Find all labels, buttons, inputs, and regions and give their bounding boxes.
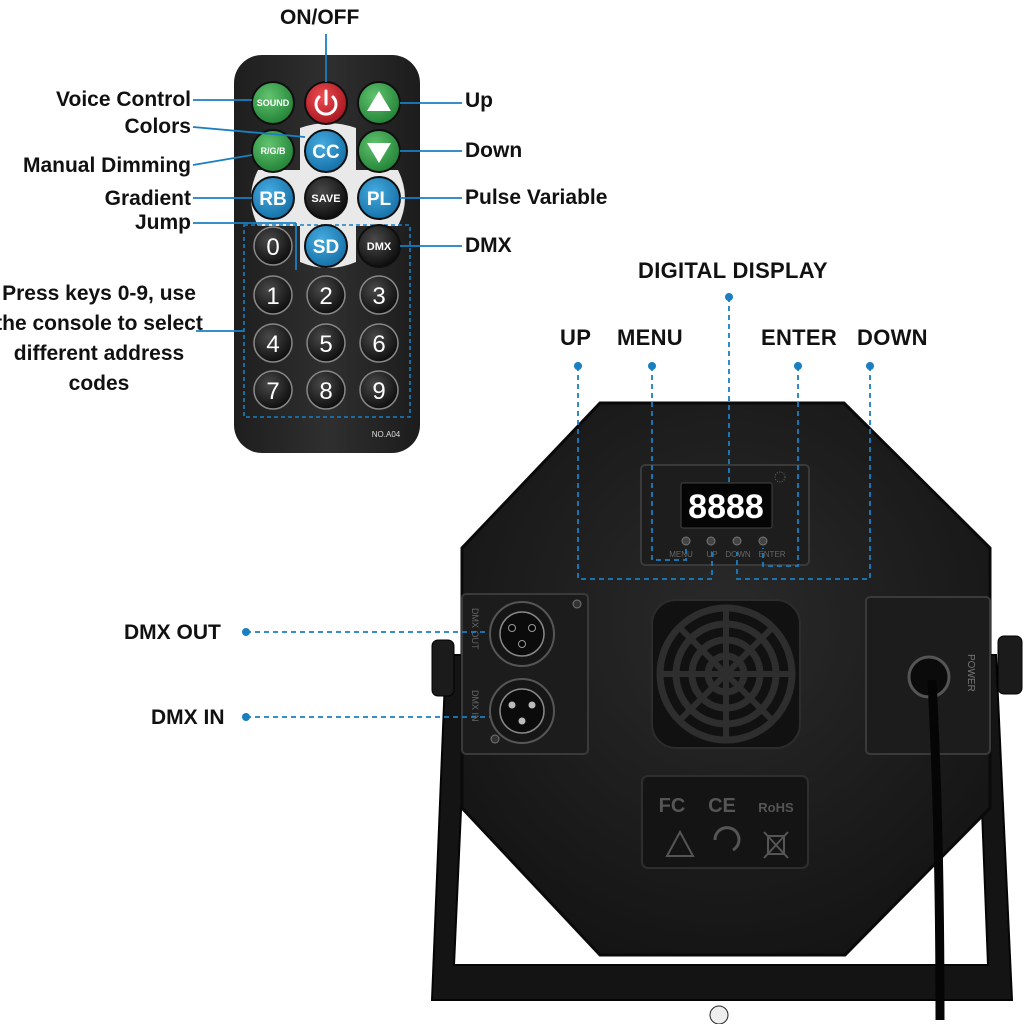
device-callout-lines xyxy=(246,297,871,718)
panel-enter-button[interactable] xyxy=(758,536,768,546)
number-key-7[interactable]: 7 xyxy=(253,370,293,410)
remote-model: NO.A04 xyxy=(372,430,401,439)
svg-text:6: 6 xyxy=(372,331,385,358)
label-jump: Jump xyxy=(134,211,191,234)
label-manual-dimming: Manual Dimming xyxy=(22,154,191,177)
panel-down-button[interactable] xyxy=(732,536,742,546)
svg-text:DMX: DMX xyxy=(367,241,392,253)
right-knob[interactable] xyxy=(997,635,1023,695)
panel-up-button[interactable] xyxy=(706,536,716,546)
screw-icon xyxy=(572,599,582,609)
sound-button[interactable]: SOUND xyxy=(251,81,295,125)
number-key-6[interactable]: 6 xyxy=(359,323,399,363)
svg-text:7: 7 xyxy=(266,378,279,405)
svg-text:R/G/B: R/G/B xyxy=(260,146,286,156)
panel-down-label: DOWN xyxy=(725,550,751,559)
label-press-keys: Press keys 0-9, use the console to selec… xyxy=(0,282,203,395)
fan-grille xyxy=(651,599,801,749)
number-key-8[interactable]: 8 xyxy=(306,370,346,410)
left-knob[interactable] xyxy=(431,639,455,697)
panel-menu-button[interactable] xyxy=(681,536,691,546)
ce-mark: CE xyxy=(708,795,736,817)
dmx-in-port[interactable] xyxy=(489,678,555,744)
svg-text:4: 4 xyxy=(266,331,279,358)
label-panel-menu: MENU xyxy=(617,325,683,350)
cert-plate xyxy=(641,775,809,869)
power-icon xyxy=(314,89,338,116)
number-key-9[interactable]: 9 xyxy=(359,370,399,410)
svg-text:2: 2 xyxy=(319,283,332,310)
triangle-up-icon xyxy=(367,91,391,111)
svg-text:5: 5 xyxy=(319,331,332,358)
dmx-out-port-label: DMX OUT xyxy=(470,608,480,650)
rgb-button[interactable]: R/G/B xyxy=(251,129,295,173)
weee-bin-icon xyxy=(763,831,789,859)
label-colors: Colors xyxy=(124,115,191,138)
fc-mark: FC xyxy=(659,795,686,817)
remote-callout-lines xyxy=(192,34,462,332)
digital-display xyxy=(680,482,773,529)
panel-enter-label: ENTER xyxy=(758,550,785,559)
label-dmx: DMX xyxy=(465,234,512,257)
device-callout-dots xyxy=(242,293,874,721)
label-panel-up: UP xyxy=(560,325,592,350)
number-key-5[interactable]: 5 xyxy=(306,323,346,363)
label-on-off: ON/OFF xyxy=(280,6,360,29)
number-key-4[interactable]: 4 xyxy=(253,323,293,363)
svg-text:SOUND: SOUND xyxy=(257,98,290,108)
label-dmx-out: DMX OUT xyxy=(124,621,221,644)
mount-hole xyxy=(709,1005,729,1024)
svg-text:1: 1 xyxy=(266,283,279,310)
cc-button[interactable]: CC xyxy=(304,129,348,173)
sd-button[interactable]: SD xyxy=(304,224,348,268)
svg-text:0: 0 xyxy=(266,234,279,261)
power-label: POWER xyxy=(965,654,976,692)
dmx-button[interactable]: DMX xyxy=(357,224,401,268)
number-key-2[interactable]: 2 xyxy=(306,275,346,315)
remote-control: NO.A04 SOUND R/G/B CC xyxy=(234,55,420,453)
svg-text:CC: CC xyxy=(312,142,340,163)
number-key-3[interactable]: 3 xyxy=(359,275,399,315)
label-panel-down: DOWN xyxy=(857,325,928,350)
up-button[interactable] xyxy=(357,81,401,125)
warning-icon xyxy=(665,829,695,857)
display-readout: 8888 xyxy=(688,488,764,526)
label-dmx-in: DMX IN xyxy=(151,706,225,729)
screw-icon xyxy=(490,734,500,744)
svg-text:3: 3 xyxy=(372,283,385,310)
power-button[interactable] xyxy=(304,81,348,125)
number-key-0[interactable]: 0 xyxy=(253,226,293,266)
label-up: Up xyxy=(465,89,493,112)
ir-sensor xyxy=(774,471,786,483)
rb-button[interactable]: RB xyxy=(251,176,295,220)
triangle-down-icon xyxy=(367,143,391,163)
light-fixture: 8888 MENU UP DOWN ENTER DMX OUT DMX IN xyxy=(430,401,1023,1024)
panel-menu-label: MENU xyxy=(669,550,693,559)
label-voice-control: Voice Control xyxy=(56,88,191,111)
svg-text:8: 8 xyxy=(319,378,332,405)
label-panel-enter: ENTER xyxy=(761,325,838,350)
dmx-in-port-label: DMX IN xyxy=(470,690,480,722)
svg-text:PL: PL xyxy=(367,189,392,210)
number-keys-outline xyxy=(243,224,411,418)
svg-text:9: 9 xyxy=(372,378,385,405)
dmx-out-port[interactable] xyxy=(489,601,555,667)
number-key-1[interactable]: 1 xyxy=(253,275,293,315)
power-cable xyxy=(927,679,945,1021)
down-button[interactable] xyxy=(357,129,401,173)
svg-text:RB: RB xyxy=(259,189,286,210)
svg-text:SAVE: SAVE xyxy=(311,193,340,205)
label-gradient: Gradient xyxy=(104,187,191,210)
label-pulse-variable: Pulse Variable xyxy=(465,186,608,209)
rohs-mark: RoHS xyxy=(758,800,794,815)
recycle-icon xyxy=(713,826,741,852)
pl-button[interactable]: PL xyxy=(357,176,401,220)
label-digital-display: DIGITAL DISPLAY xyxy=(638,258,828,283)
svg-text:SD: SD xyxy=(313,237,339,258)
label-down: Down xyxy=(465,139,523,162)
save-button[interactable]: SAVE xyxy=(304,176,348,220)
